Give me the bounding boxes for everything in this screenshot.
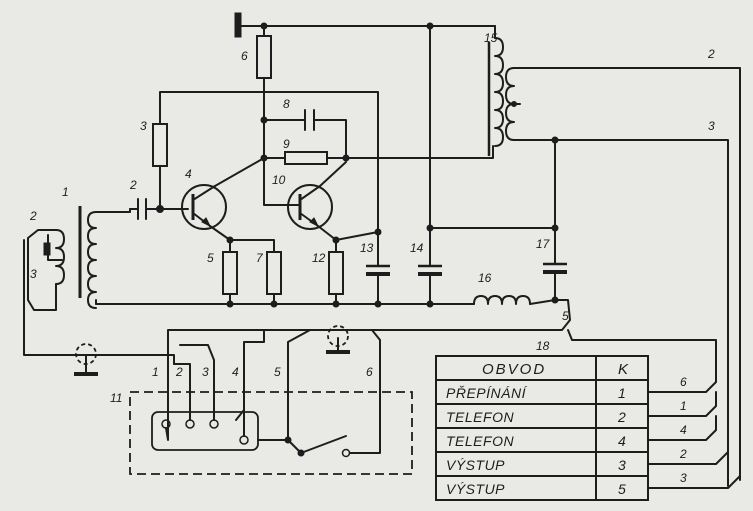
table-row-1-wire: 6 — [680, 375, 687, 389]
table-row-4-obvod: VÝSTUP — [446, 457, 505, 473]
pin-label-5: 5 — [274, 365, 281, 379]
table-row-5-obvod: VÝSTUP — [446, 481, 505, 497]
table-row-1-obvod: PŘEPÍNÁNÍ — [446, 385, 528, 401]
table-row-3-k: 4 — [618, 433, 626, 449]
tap-label-3-left: 3 — [30, 267, 37, 281]
label-8: 8 — [283, 97, 290, 111]
table-text: OBVOD K PŘEPÍNÁNÍ 1 6 TELEFON 2 1 TELEFO… — [446, 361, 687, 497]
label-17: 17 — [536, 237, 551, 251]
label-2: 2 — [129, 178, 137, 192]
resistor-3 — [152, 123, 168, 213]
label-12: 12 — [312, 251, 326, 265]
component-labels: 1 2 3 4 5 6 7 8 9 10 11 12 13 14 15 16 1… — [62, 31, 551, 405]
transistor-4 — [181, 157, 265, 244]
resistor-7 — [229, 239, 282, 308]
table-row-5-k: 5 — [618, 481, 626, 497]
label-6: 6 — [241, 49, 248, 63]
label-14: 14 — [410, 241, 424, 255]
tap-label-5-output: 5 — [562, 309, 569, 323]
table-row-2-obvod: TELEFON — [446, 409, 514, 425]
table-header-k: K — [618, 361, 630, 378]
table-row-4-k: 3 — [618, 457, 626, 473]
transistor-10 — [263, 157, 347, 244]
label-13: 13 — [360, 241, 374, 255]
label-11: 11 — [110, 391, 122, 405]
resistor-5 — [222, 239, 238, 308]
tap-label-2-left: 2 — [29, 209, 37, 223]
connection-table-18 — [435, 329, 741, 501]
tap-labels: 2 3 2 3 5 — [29, 47, 715, 323]
capacitor-2 — [129, 198, 189, 220]
tap-label-3-output: 3 — [708, 119, 715, 133]
transformer-15 — [487, 37, 741, 487]
label-5: 5 — [207, 251, 214, 265]
tap-label-2-output: 2 — [707, 47, 715, 61]
capacitor-17 — [543, 139, 567, 304]
label-3: 3 — [140, 119, 147, 133]
label-4: 4 — [185, 167, 192, 181]
table-row-5-wire: 3 — [680, 471, 687, 485]
table-row-3-obvod: TELEFON — [446, 433, 514, 449]
ground-symbol-right — [326, 325, 350, 354]
table-row-3-wire: 4 — [680, 423, 687, 437]
table-row-1-k: 1 — [618, 385, 626, 401]
bottom-rail — [95, 295, 571, 365]
label-15: 15 — [484, 31, 498, 45]
pin-label-4: 4 — [232, 365, 239, 379]
resistor-6 — [256, 25, 272, 162]
label-9: 9 — [283, 137, 290, 151]
bias-line — [159, 91, 382, 244]
connector-11-box — [129, 339, 413, 475]
ground-symbol-left — [74, 343, 175, 376]
label-1: 1 — [62, 185, 69, 199]
table-header-obvod: OBVOD — [482, 361, 546, 378]
table-row-4-wire: 2 — [679, 447, 687, 461]
pin-label-3: 3 — [202, 365, 209, 379]
table-row-2-k: 2 — [617, 409, 626, 425]
label-10: 10 — [272, 173, 286, 187]
pin-label-6: 6 — [366, 365, 373, 379]
connector-pin-labels: 1 2 3 4 5 6 — [152, 365, 373, 379]
resistor-9 — [263, 151, 493, 165]
capacitor-14 — [418, 25, 559, 308]
pin-label-1: 1 — [152, 365, 159, 379]
capacitor-8 — [263, 109, 347, 159]
resistor-12 — [328, 231, 379, 308]
label-18: 18 — [536, 339, 550, 353]
label-7: 7 — [256, 251, 264, 265]
top-supply-rail — [234, 12, 496, 39]
input-transformer-1 — [23, 206, 131, 356]
label-16: 16 — [478, 271, 492, 285]
connector-wires — [165, 329, 381, 441]
pin-label-2: 2 — [175, 365, 183, 379]
table-row-2-wire: 1 — [680, 399, 687, 413]
